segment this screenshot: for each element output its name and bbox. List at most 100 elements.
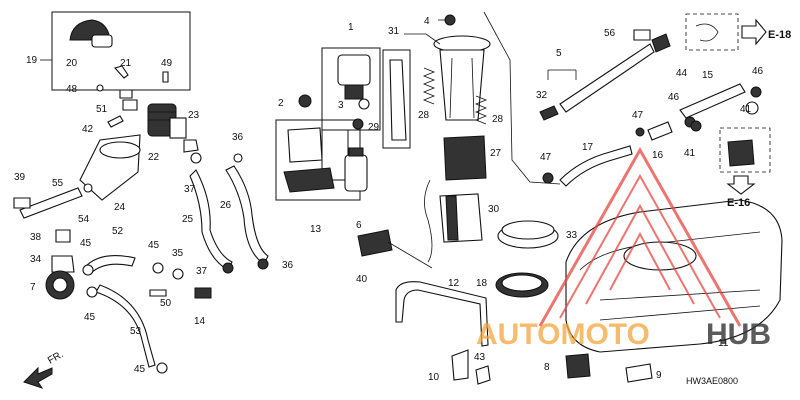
part-label-45b: 45 xyxy=(84,312,96,323)
part-label-7: 7 xyxy=(30,282,36,293)
part-label-34: 34 xyxy=(30,254,42,265)
part-strainer xyxy=(283,167,335,193)
part-label-12: 12 xyxy=(448,278,460,289)
part-label-23: 23 xyxy=(188,110,200,121)
part-label-25: 25 xyxy=(182,214,194,225)
part-47-clamp xyxy=(635,127,645,137)
part-28-spring xyxy=(474,95,488,125)
part-49-bolt xyxy=(162,71,169,83)
part-23-gasket xyxy=(183,139,199,153)
part-40-sender xyxy=(357,229,433,269)
part-35-collar xyxy=(172,268,184,280)
part-group-19 xyxy=(40,11,191,99)
part-22-filler-neck xyxy=(147,103,187,139)
part-label-36b: 36 xyxy=(282,260,294,271)
part-label-39: 39 xyxy=(14,172,26,183)
part-label-5: 5 xyxy=(556,48,562,59)
part-45-clamp xyxy=(156,362,168,374)
part-label-22: 22 xyxy=(148,152,160,163)
part-36-clamp xyxy=(257,258,269,270)
part-7-canister xyxy=(45,270,75,300)
part-44-clip xyxy=(651,33,671,53)
part-label-46b: 46 xyxy=(668,92,680,103)
part-4-connector xyxy=(444,14,456,26)
part-label-56: 56 xyxy=(604,28,616,39)
part-18-gasket xyxy=(495,272,549,298)
part-9-pad xyxy=(625,363,653,383)
part-label-3: 3 xyxy=(338,100,344,111)
part-label-19: 19 xyxy=(26,55,38,66)
part-pickup-line xyxy=(424,179,433,263)
part-label-9: 9 xyxy=(656,370,662,381)
part-51-bracket xyxy=(122,99,138,111)
part-45-clamp xyxy=(82,264,94,276)
part-30-reservoir-cup xyxy=(439,193,483,243)
part-17-tube xyxy=(559,145,633,187)
part-label-17: 17 xyxy=(582,142,594,153)
part-41-connector xyxy=(727,139,755,167)
part-25-hose xyxy=(189,169,233,271)
part-43-bolt xyxy=(475,365,491,385)
part-label-36a: 36 xyxy=(232,132,244,143)
part-label-53: 53 xyxy=(130,326,142,337)
part-34-damper xyxy=(51,255,75,273)
part-label-45d: 45 xyxy=(148,240,160,251)
front-marker-label: FR. xyxy=(46,349,65,367)
part-46-clamp xyxy=(750,86,762,98)
part-label-40: 40 xyxy=(356,274,368,285)
part-label-14: 14 xyxy=(194,316,206,327)
part-label-41b: 41 xyxy=(740,104,752,115)
part-label-45c: 45 xyxy=(134,364,146,375)
part-15-hose xyxy=(679,83,746,119)
part-41-ring xyxy=(745,101,759,115)
part-label-15: 15 xyxy=(702,70,714,81)
part-label-30: 30 xyxy=(488,204,500,215)
part-8-damper xyxy=(565,353,591,379)
part-label-16: 16 xyxy=(652,150,664,161)
part-label-29: 29 xyxy=(368,122,380,133)
part-label-32: 32 xyxy=(536,90,548,101)
part-29-ring xyxy=(352,118,364,130)
part-label-42: 42 xyxy=(82,124,94,135)
part-label-47a: 47 xyxy=(540,152,552,163)
part-label-13: 13 xyxy=(310,224,322,235)
part-26-hose xyxy=(225,165,269,265)
part-39-clamp xyxy=(13,197,31,209)
part-label-54: 54 xyxy=(78,214,90,225)
part-56-fitting xyxy=(633,29,651,41)
part-label-31: 31 xyxy=(388,26,400,37)
part-27-reservoir xyxy=(443,135,487,181)
part-label-38: 38 xyxy=(30,232,42,243)
part-label-8: 8 xyxy=(544,362,550,373)
part-label-37b: 37 xyxy=(184,184,196,195)
part-3-oring xyxy=(358,98,370,110)
part-10-bracket xyxy=(451,349,469,381)
part-label-33: 33 xyxy=(566,230,578,241)
diagram-code: HW3AE0800 xyxy=(686,376,738,386)
part-label-26: 26 xyxy=(220,200,232,211)
part-52-hose xyxy=(83,255,136,275)
part-6-pump-motor xyxy=(344,147,368,192)
part-label-6: 6 xyxy=(356,220,362,231)
part-2-nut xyxy=(298,94,312,108)
part-label-44: 44 xyxy=(676,68,688,79)
part-50-pipe xyxy=(149,289,167,297)
part-5-fuel-line xyxy=(539,43,655,121)
front-arrow xyxy=(23,366,53,389)
ref-label-e16: E-16 xyxy=(727,197,750,209)
part-11-fuel-tank xyxy=(565,199,783,353)
part-label-35: 35 xyxy=(172,248,184,259)
part-label-37a: 37 xyxy=(196,266,208,277)
part-label-20: 20 xyxy=(66,58,78,69)
part-label-47b: 47 xyxy=(632,110,644,121)
part-label-41a: 41 xyxy=(684,148,696,159)
part-31-pump-housing xyxy=(433,35,491,121)
part-label-45a: 45 xyxy=(80,238,92,249)
part-label-11: 11 xyxy=(718,338,729,349)
part-33-lock-ring xyxy=(497,220,559,249)
part-label-18: 18 xyxy=(476,278,488,289)
part-label-4: 4 xyxy=(424,16,430,27)
watermark-text-right: HUB xyxy=(706,318,771,351)
part-label-1: 1 xyxy=(348,22,354,33)
